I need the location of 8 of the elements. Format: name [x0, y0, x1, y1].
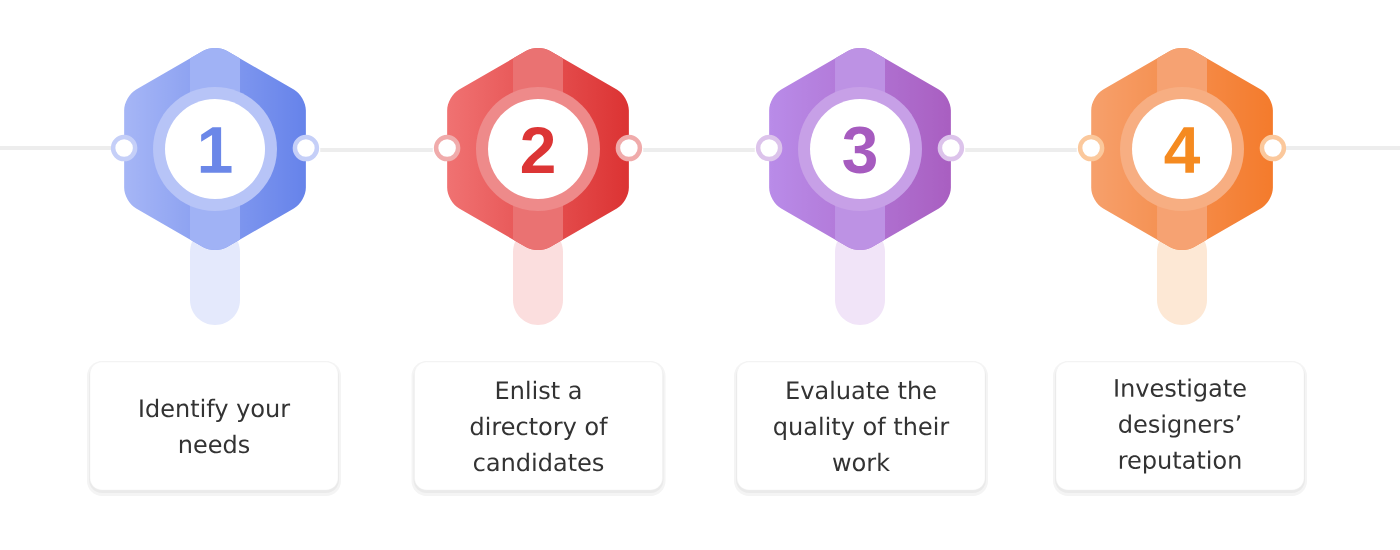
step-card: Identify your needs [87, 361, 341, 496]
hexagon-pin: 4 [1091, 48, 1273, 325]
step-card: Evaluate the quality of their work [734, 361, 988, 496]
hexagon-pin: 2 [447, 48, 629, 325]
step-card: Investigate designers’ reputation [1053, 361, 1307, 496]
hexagon-pin: 3 [769, 48, 951, 325]
step-card: Enlist a directory of candidates [411, 361, 666, 496]
hexagon-pin: 1 [124, 48, 306, 325]
